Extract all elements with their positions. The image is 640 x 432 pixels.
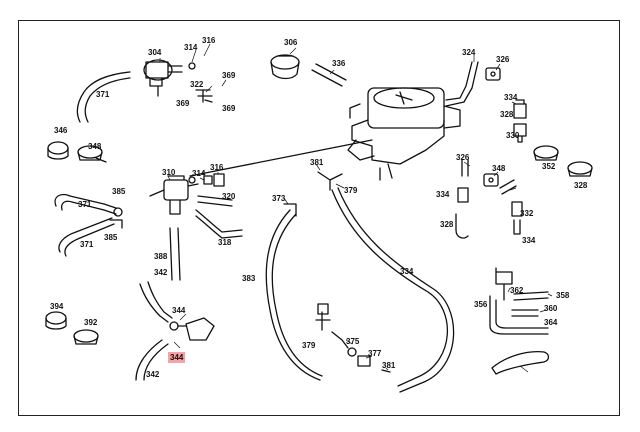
callout-346[interactable]: 346 [54, 126, 68, 135]
hose-371-top [76, 71, 131, 123]
hose-336 [311, 63, 347, 87]
callout-326[interactable]: 326 [496, 55, 510, 64]
callout-316[interactable]: 316 [202, 36, 216, 45]
valve-328-left [457, 187, 469, 203]
callout-352[interactable]: 352 [542, 162, 556, 171]
vacuum-line [189, 139, 373, 177]
callout-385[interactable]: 385 [112, 187, 126, 196]
fitting-330 [513, 123, 527, 143]
hose-358 [511, 309, 539, 317]
callout-358[interactable]: 358 [556, 291, 570, 300]
strap-364 [491, 350, 550, 375]
callout-334[interactable]: 334 [522, 236, 536, 245]
callout-375[interactable]: 375 [346, 337, 360, 346]
callout-342[interactable]: 342 [154, 268, 168, 277]
valve-310 [149, 175, 199, 215]
callout-377[interactable]: 377 [368, 349, 382, 358]
tee-379-bottom [315, 303, 331, 331]
fitting-377-381 [357, 355, 391, 373]
hose-362 [513, 291, 549, 301]
callout-379[interactable]: 379 [344, 186, 358, 195]
callout-371[interactable]: 371 [80, 240, 94, 249]
callout-328[interactable]: 328 [500, 110, 514, 119]
valve-328-right [511, 201, 523, 235]
callout-334[interactable]: 334 [504, 93, 518, 102]
clamp-392 [73, 329, 99, 345]
callout-320[interactable]: 320 [222, 192, 236, 201]
callout-371[interactable]: 371 [78, 200, 92, 209]
callout-310[interactable]: 310 [162, 168, 176, 177]
valve-304 [143, 59, 196, 97]
callout-306[interactable]: 306 [284, 38, 298, 47]
callout-394[interactable]: 394 [50, 302, 64, 311]
connector-326-mid [483, 173, 499, 187]
hose-388 [169, 227, 181, 281]
callout-360[interactable]: 360 [544, 304, 558, 313]
callout-392[interactable]: 392 [84, 318, 98, 327]
tee-356 [489, 267, 549, 335]
callout-379[interactable]: 379 [302, 341, 316, 350]
callout-344-highlighted[interactable]: 344 [168, 352, 186, 363]
callout-324[interactable]: 324 [462, 48, 476, 57]
callout-385[interactable]: 385 [104, 233, 118, 242]
callout-334[interactable]: 334 [400, 267, 414, 276]
callout-388[interactable]: 388 [154, 252, 168, 261]
callout-348[interactable]: 348 [492, 164, 506, 173]
callout-381[interactable]: 381 [382, 361, 396, 370]
hose-320 [197, 195, 233, 207]
clamp-346 [47, 141, 69, 160]
callout-369[interactable]: 369 [176, 99, 190, 108]
callout-330[interactable]: 330 [506, 131, 520, 140]
hose-318 [195, 209, 243, 239]
line-383 [265, 209, 323, 381]
nut-314-316 [203, 173, 225, 187]
callout-356[interactable]: 356 [474, 300, 488, 309]
callout-314[interactable]: 314 [192, 169, 206, 178]
callout-332[interactable]: 332 [520, 209, 534, 218]
callout-344[interactable]: 344 [172, 306, 186, 315]
hose-334-right [499, 179, 517, 195]
hose-342-lower [135, 339, 169, 381]
callout-318[interactable]: 318 [218, 238, 232, 247]
callout-371[interactable]: 371 [96, 90, 110, 99]
clamp-394 [45, 311, 67, 330]
callout-314[interactable]: 314 [184, 43, 198, 52]
valve-328-top [513, 99, 527, 119]
callout-369[interactable]: 369 [222, 104, 236, 113]
hose-334-mid [455, 159, 469, 239]
callout-304[interactable]: 304 [148, 48, 162, 57]
callout-383[interactable]: 383 [242, 274, 256, 283]
callout-336[interactable]: 336 [332, 59, 346, 68]
callout-373[interactable]: 373 [272, 194, 286, 203]
clamp-352 [567, 161, 593, 177]
hose-324 [445, 61, 479, 107]
line-373 [331, 187, 455, 393]
callout-342[interactable]: 342 [146, 370, 160, 379]
callout-328[interactable]: 328 [574, 181, 588, 190]
callout-381[interactable]: 381 [310, 158, 324, 167]
callout-334[interactable]: 334 [436, 190, 450, 199]
connector-326-top [485, 67, 501, 81]
callout-348[interactable]: 348 [88, 142, 102, 151]
hose-371-lower [58, 217, 115, 257]
callout-328[interactable]: 328 [440, 220, 454, 229]
clamp-348-left [77, 145, 107, 163]
callout-326[interactable]: 326 [456, 153, 470, 162]
tee-322 [195, 89, 213, 103]
hose-342-upper [139, 281, 173, 323]
cap-306 [270, 54, 300, 80]
callout-362[interactable]: 362 [510, 286, 524, 295]
callout-316[interactable]: 316 [210, 163, 224, 172]
tee-379-top [317, 171, 343, 191]
callout-364[interactable]: 364 [544, 318, 558, 327]
fitting-385 [109, 207, 123, 229]
callout-369[interactable]: 369 [222, 71, 236, 80]
callout-322[interactable]: 322 [190, 80, 204, 89]
valve-344 [169, 317, 215, 341]
carburetor [347, 87, 461, 181]
diagram-frame [18, 20, 620, 416]
valve-375 [331, 331, 357, 357]
clamp-348-right [533, 145, 559, 161]
